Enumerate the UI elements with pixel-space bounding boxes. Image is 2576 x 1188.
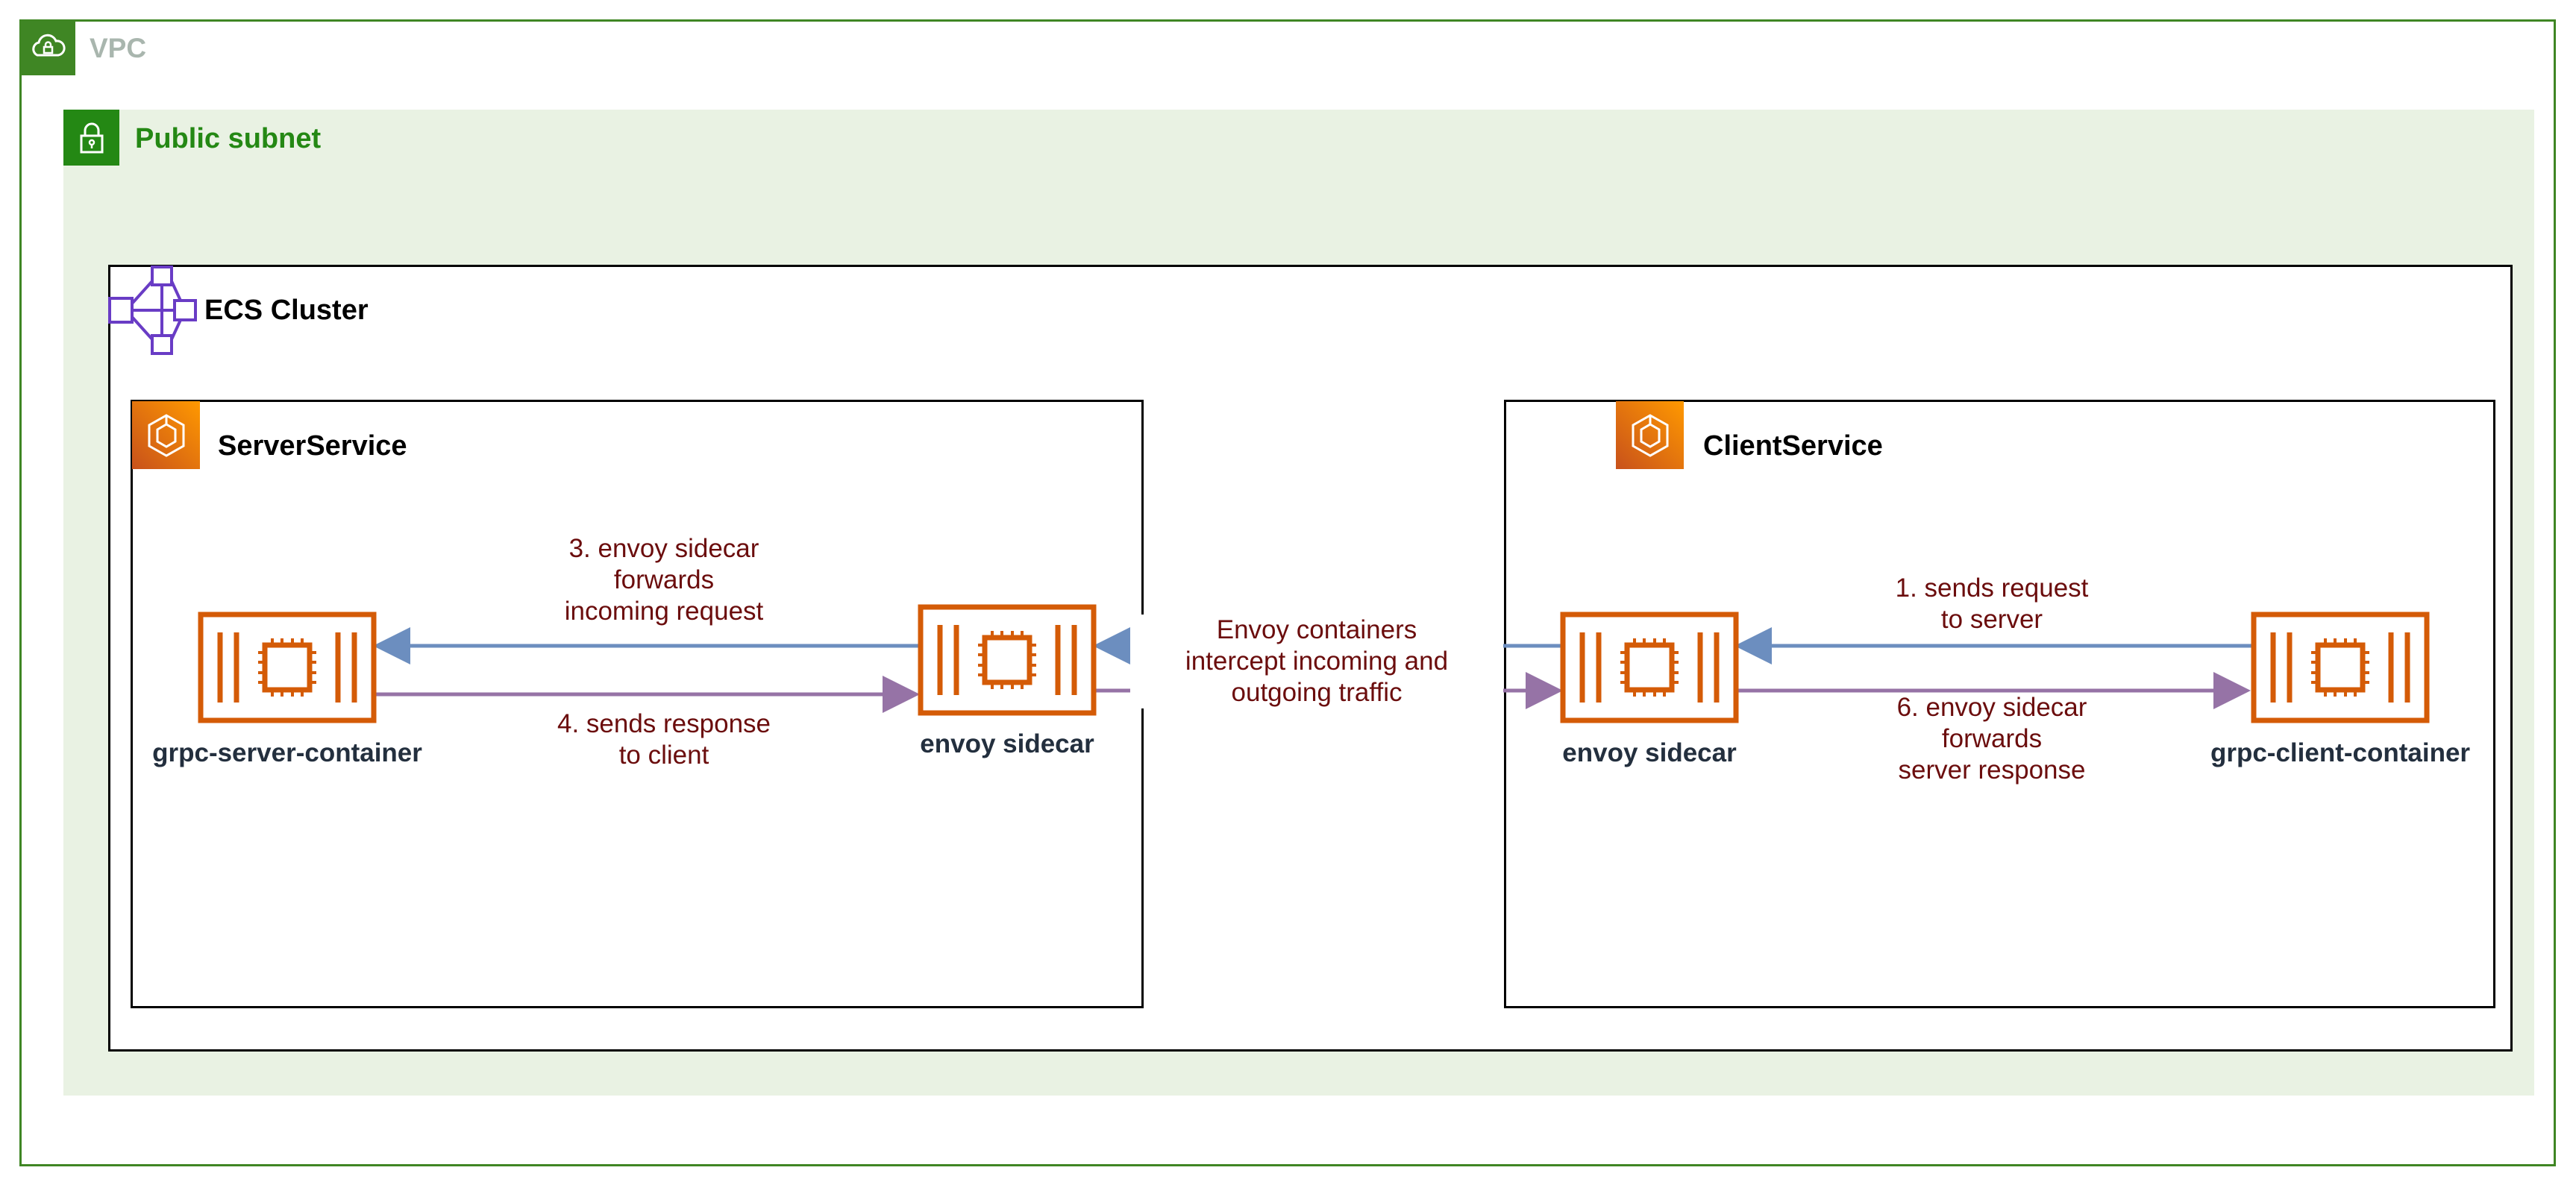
ecs-service-icon	[1616, 401, 1684, 469]
edge-label-step3: 3. envoy sidecar forwards incoming reque…	[564, 534, 764, 626]
vpc-group	[19, 19, 2556, 1166]
vpc-label: VPC	[90, 33, 147, 63]
server-service-group	[131, 400, 1144, 1008]
edge-label-middle: Envoy containers intercept incoming and …	[1130, 615, 1503, 708]
ecs-service-icon	[132, 401, 200, 469]
padlock-icon	[63, 110, 119, 166]
container-chip-icon	[2251, 612, 2430, 723]
grpc-server-container-node	[198, 612, 377, 723]
ecs-cluster-label: ECS Cluster	[204, 295, 369, 326]
grpc-client-container-node	[2251, 612, 2430, 723]
client-service-group	[1504, 400, 2495, 1008]
client-service-label: ClientService	[1703, 430, 1883, 462]
edge-label-step6: 6. envoy sidecar forwards server respons…	[1896, 693, 2087, 785]
edge-label-step4: 4. sends response to client	[557, 709, 771, 770]
server-envoy-sidecar-node	[918, 604, 1097, 716]
grpc-server-container-label: grpc-server-container	[152, 738, 422, 767]
container-chip-icon	[1560, 612, 1739, 723]
server-service-label: ServerService	[218, 430, 407, 462]
public-subnet-label: Public subnet	[135, 123, 322, 154]
client-envoy-sidecar-label: envoy sidecar	[1562, 738, 1737, 767]
server-envoy-sidecar-label: envoy sidecar	[920, 729, 1094, 758]
ecs-cluster-icon	[107, 265, 198, 356]
cloud-lock-icon	[19, 19, 75, 75]
container-chip-icon	[918, 604, 1097, 716]
edge-label-step1: 1. sends request to server	[1895, 573, 2089, 634]
grpc-client-container-label: grpc-client-container	[2210, 738, 2471, 767]
container-chip-icon	[198, 612, 377, 723]
client-envoy-sidecar-node	[1560, 612, 1739, 723]
